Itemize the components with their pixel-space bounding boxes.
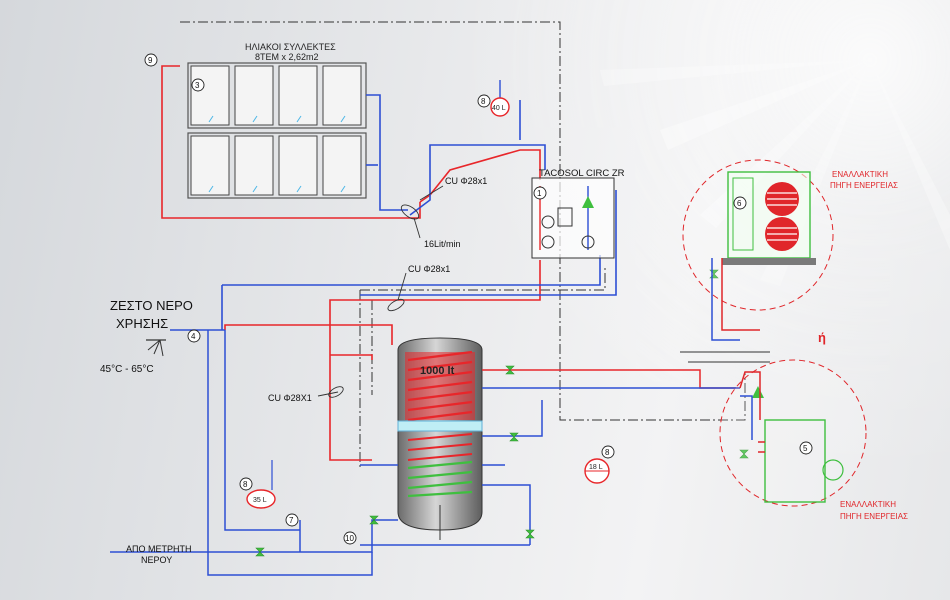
panel-glint — [296, 115, 302, 123]
marker-10: 10 — [345, 534, 354, 543]
tank-pipe-label: CU Φ28X1 — [268, 393, 312, 403]
marker-8a: 8 — [481, 97, 486, 106]
marker-5: 5 — [803, 444, 808, 453]
collector-panel — [278, 135, 318, 196]
solar-pipe-label: CU Φ28x1 — [445, 176, 487, 186]
marker-labels: 3 9 8 1 4 6 5 7 8 8 10 — [148, 56, 808, 543]
panel-glint — [252, 185, 258, 193]
marker-8c: 8 — [605, 448, 610, 457]
hot-water-title-line2: ΧΡΗΣΗΣ — [116, 316, 168, 331]
vessel-right-volume: 18 L — [589, 464, 603, 471]
alt-energy-top-line2: ΠΗΓΗ ΕΝΕΡΓΕΙΑΣ — [830, 181, 898, 190]
marker-7: 7 — [289, 516, 294, 525]
vessel-left-volume: 35 L — [253, 497, 267, 504]
hot-water-title-line1: ΖΕΣΤΟ ΝΕΡΟ — [110, 298, 193, 313]
collector-panel — [278, 65, 318, 126]
alt-energy-bottom-line2: ΠΗΓΗ ΕΝΕΡΓΕΙΑΣ — [840, 512, 908, 521]
expansion-vessel-right: 18 L — [584, 458, 610, 484]
panel-glint — [340, 185, 346, 193]
alt-energy-or: ή — [818, 330, 826, 345]
collectors-spec: 8ΤΕΜ x 2,62m2 — [255, 52, 319, 62]
marker-6: 6 — [737, 199, 742, 208]
panel-glint — [296, 185, 302, 193]
control-boundary — [180, 21, 746, 470]
tank-volume: 1000 lt — [420, 365, 455, 377]
panel-glint — [340, 115, 346, 123]
collector-panel — [190, 135, 230, 196]
panel-glint — [208, 185, 214, 193]
hot-water-temperature: 45°C - 65°C — [100, 364, 154, 375]
vessel-top-volume: 40 L — [492, 105, 506, 112]
marker-9: 9 — [148, 56, 153, 65]
inlet-label-line2: ΝΕΡΟΥ — [141, 555, 172, 565]
expansion-vessel-left: 35 L — [246, 460, 276, 509]
collector-panel — [234, 135, 274, 196]
alt-energy-top-line1: ΕΝΑΛΛΑΚΤΙΚΗ — [832, 170, 888, 179]
solar-hot-loop — [161, 65, 541, 461]
pump-station-label: TACOSOL CIRC ZR — [539, 168, 625, 179]
panel-glint — [252, 115, 258, 123]
marker-8b: 8 — [243, 480, 248, 489]
collectors-title: ΗΛΙΑΚΟΙ ΣΥΛΛΕΚΤΕΣ — [245, 42, 336, 52]
inlet-label-line1: ΑΠΟ ΜΕΤΡΗΤΗ — [126, 544, 192, 554]
collector-panel — [234, 65, 274, 126]
alt-energy-bottom-line1: ΕΝΑΛΛΑΚΤΙΚΗ — [840, 500, 896, 509]
collector-panel — [190, 65, 230, 126]
cold-water-network — [110, 329, 398, 576]
main-pipe-label: CU Φ28x1 — [408, 264, 450, 274]
alternative-source-top — [682, 159, 834, 311]
tank-side-pipes — [360, 369, 740, 546]
hot-water-outlet: ΖΕΣΤΟ ΝΕΡΟ ΧΡΗΣΗΣ 45°C - 65°C — [100, 298, 193, 375]
panel-glint — [208, 115, 214, 123]
collector-panel — [322, 135, 362, 196]
alternative-source-bottom — [719, 359, 867, 507]
numbered-markers — [144, 53, 813, 545]
marker-1: 1 — [537, 189, 542, 198]
pipe-label-leaders — [317, 185, 444, 398]
storage-tank — [397, 337, 483, 540]
solar-cold-loop — [221, 94, 617, 330]
flow-rate-label: 16Lit/min — [424, 239, 461, 249]
alt-source-pipes — [680, 258, 770, 440]
collector-panel — [322, 65, 362, 126]
marker-3: 3 — [195, 81, 200, 90]
marker-4: 4 — [191, 332, 196, 341]
expansion-vessel-top: 40 L — [490, 80, 510, 117]
